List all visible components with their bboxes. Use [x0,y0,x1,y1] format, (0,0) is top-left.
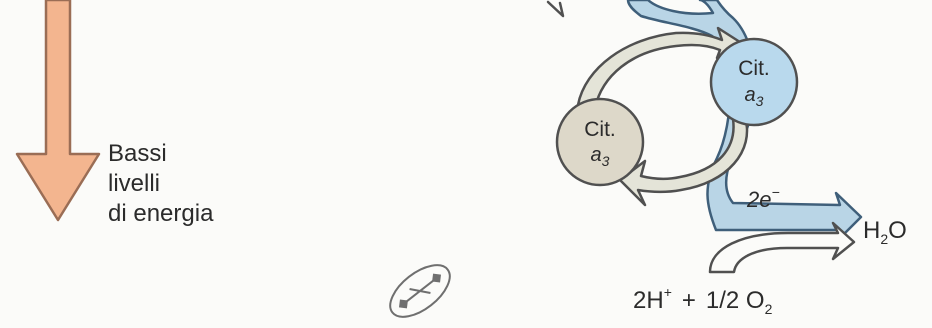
electron-charge: − [772,184,780,200]
cytochrome-left: Cit. a3 [555,97,645,187]
electron-label: 2e− [746,184,780,212]
plus-sign: + [682,287,696,314]
decorative-oval-symbol [389,264,451,318]
oxygen-subscript: 2 [765,301,773,317]
cycle-arrow-lower [618,115,749,207]
proton-charge: + [664,284,672,300]
energy-arrow [15,0,101,222]
reactant-arrow [708,221,856,274]
energy-label: Bassi [108,140,167,167]
cytochrome-left-base: a [591,144,602,166]
cytochrome-right-formula: a3 [745,84,764,109]
cytochrome-left-formula: a3 [591,144,610,169]
cytochrome-right-name: Cit. [738,57,770,80]
energy-label-line-3: di energia [108,200,214,227]
water-subscript: 2 [880,231,888,247]
cytochrome-left-subscript: 3 [602,153,610,169]
incoming-arrow-tip [546,0,565,18]
reactants-label: 2H++1/2 O2 [633,284,773,317]
cytochrome-right: Cit. a3 [709,37,799,127]
energy-label-line-1: Bassi [108,140,167,167]
electron-symbol: e [759,187,771,212]
water-product: H2O [863,217,907,247]
cytochrome-right-circle [709,37,799,127]
cytochrome-right-subscript: 3 [756,93,764,109]
oxygen: 1/2 O [706,287,765,314]
water-o: O [888,217,907,244]
energy-label-3: di energia [108,200,214,227]
cytochrome-right-base: a [745,84,756,106]
cytochrome-left-name: Cit. [584,118,616,141]
energy-label-2: livelli [108,170,160,197]
cytochrome-left-circle [555,97,645,187]
electron-coefficient: 2 [746,187,759,212]
water-h: H [863,217,880,244]
energy-label-line-2: livelli [108,170,160,197]
protons: 2H [633,287,664,314]
